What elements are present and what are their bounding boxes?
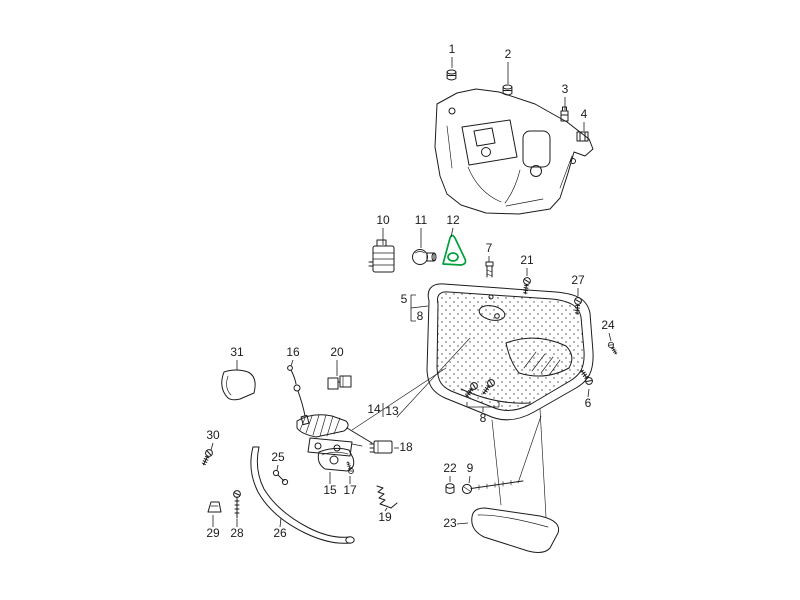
screw-part-17 xyxy=(344,460,355,475)
screw-part-28 xyxy=(233,490,241,519)
part-callout-21[interactable]: 21 xyxy=(520,253,534,267)
clip-part-20 xyxy=(327,375,352,390)
part-callout-8[interactable]: 8 xyxy=(417,309,424,323)
screw-part-24 xyxy=(606,340,619,356)
part-callout-14[interactable]: 14 xyxy=(367,402,381,416)
part-callout-2[interactable]: 2 xyxy=(505,47,512,61)
spring-part-19 xyxy=(376,485,398,509)
part-callout-3[interactable]: 3 xyxy=(562,82,569,96)
leader-line-26 xyxy=(279,517,282,528)
clip-part-3 xyxy=(560,106,569,122)
clip-part-1 xyxy=(446,69,457,81)
switch-part-10 xyxy=(368,239,395,273)
part-callout-18[interactable]: 18 xyxy=(399,440,413,454)
rivet-part-7 xyxy=(485,261,494,278)
highlighted-bracket-part-12[interactable] xyxy=(442,234,467,266)
part-callout-30[interactable]: 30 xyxy=(206,428,220,442)
knob-part-11 xyxy=(412,249,437,265)
part-callout-13[interactable]: 13 xyxy=(385,404,399,418)
part-callout-4[interactable]: 4 xyxy=(581,107,588,121)
leader-line-9 xyxy=(468,475,471,484)
door-trim-panel xyxy=(426,283,594,421)
part-callout-26[interactable]: 26 xyxy=(273,526,287,540)
part-callout-1[interactable]: 1 xyxy=(449,42,456,56)
leader-line-24 xyxy=(608,332,612,342)
part-callout-15[interactable]: 15 xyxy=(323,483,337,497)
door-panel-texture xyxy=(437,291,585,411)
handle-bracket-part-15 xyxy=(317,447,355,472)
part-callout-17[interactable]: 17 xyxy=(343,483,357,497)
part-callout-19[interactable]: 19 xyxy=(378,510,392,524)
mirror-triangle-part-31 xyxy=(221,369,256,401)
screw-part-21 xyxy=(521,276,532,295)
switch-part-18 xyxy=(369,440,393,454)
armrest-part-23 xyxy=(471,507,560,553)
leader-line-6 xyxy=(587,388,590,398)
construction-lines xyxy=(351,337,547,518)
bolt-part-9 xyxy=(461,480,524,495)
part-callout-9[interactable]: 9 xyxy=(467,461,474,475)
part-callout-27[interactable]: 27 xyxy=(571,273,585,287)
leader-line-12 xyxy=(450,227,454,238)
clip-part-25 xyxy=(272,469,289,486)
screw-part-30 xyxy=(199,447,215,467)
part-callout-6[interactable]: 6 xyxy=(585,396,592,410)
leader-line-30 xyxy=(210,442,214,451)
leader-line-25 xyxy=(276,464,279,471)
grommet-part-22 xyxy=(445,483,455,494)
part-callout-20[interactable]: 20 xyxy=(330,345,344,359)
part-callout-23[interactable]: 23 xyxy=(443,516,457,530)
door-carrier-panel xyxy=(434,88,594,215)
part-callout-5[interactable]: 5 xyxy=(401,292,408,306)
trim-strip-part-26 xyxy=(250,446,355,544)
cap-part-29 xyxy=(207,501,222,513)
leader-line-16 xyxy=(290,359,294,367)
part-callout-16[interactable]: 16 xyxy=(286,345,300,359)
part-callout-25[interactable]: 25 xyxy=(271,450,285,464)
leader-line-23 xyxy=(456,522,469,525)
callout-brackets xyxy=(382,294,500,417)
part-callout-24[interactable]: 24 xyxy=(601,318,615,332)
part-callout-7[interactable]: 7 xyxy=(486,241,493,255)
part-callout-28[interactable]: 28 xyxy=(230,526,244,540)
part-callout-11[interactable]: 11 xyxy=(415,213,428,227)
part-callout-10[interactable]: 10 xyxy=(376,213,390,227)
part-callout-8[interactable]: 8 xyxy=(480,411,487,425)
lock-cable-part-16 xyxy=(287,365,310,426)
leader-line-19 xyxy=(384,507,388,512)
part-callout-22[interactable]: 22 xyxy=(443,461,457,475)
part-callout-29[interactable]: 29 xyxy=(206,526,220,540)
part-callout-12[interactable]: 12 xyxy=(446,213,460,227)
clip-part-4 xyxy=(576,131,589,142)
part-callout-31[interactable]: 31 xyxy=(230,345,244,359)
